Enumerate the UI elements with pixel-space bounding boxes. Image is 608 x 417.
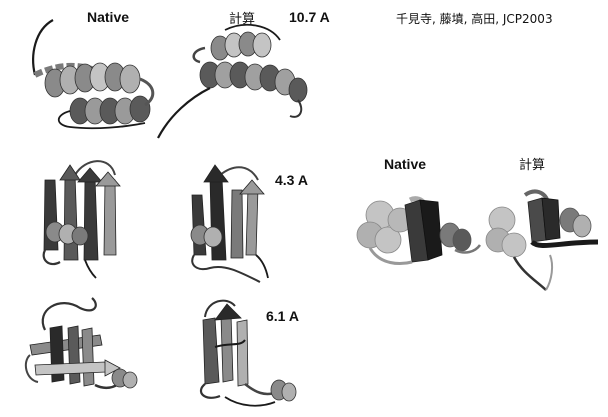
protein-native-beta bbox=[30, 150, 135, 280]
protein-native-mixed bbox=[20, 290, 140, 410]
citation-label: 千見寺, 藤墳, 高田, JCP2003 bbox=[396, 10, 553, 27]
calculated-label-right: 計算 bbox=[519, 154, 545, 173]
native-label-right: Native bbox=[384, 156, 426, 172]
protein-calculated-beta bbox=[180, 160, 275, 285]
rmsd-label-2: 4.3 A bbox=[275, 172, 308, 188]
protein-calculated-right bbox=[480, 180, 605, 295]
protein-calculated-mixed bbox=[185, 292, 295, 412]
protein-calculated-helical bbox=[150, 20, 320, 145]
protein-native-right bbox=[350, 180, 485, 280]
protein-native-helical bbox=[25, 15, 165, 145]
